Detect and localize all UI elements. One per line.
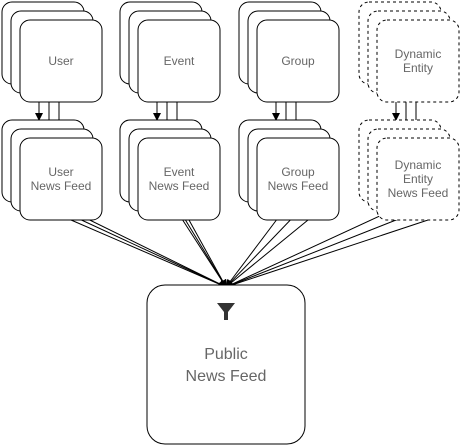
event-stack-card [137,19,221,103]
group-news-feed-stack-card [256,137,340,221]
user-feed-to-public-arrow [61,210,227,288]
group-stack-card [256,19,340,103]
event-stack: Event [119,1,221,103]
group-feed-to-public-arrow [225,210,300,288]
dynamic-entity-news-feed-stack-card [376,137,460,221]
dynamic-entity-stack-card [376,19,460,103]
user-feed-to-public-arrow [70,219,227,288]
dynamic-entity-feed-to-public-arrow [225,210,420,289]
event-stack-label: Event [164,54,195,68]
user-stack-label: User [48,54,73,68]
user-news-feed-stack-card [19,137,103,221]
event-news-feed-stack-card [137,137,221,221]
dynamic-entity-feed-to-public-arrow [225,219,429,289]
user-stack-card [19,19,103,103]
group-stack-label: Group [281,54,315,68]
group-feed-to-public-arrow [225,219,309,288]
event-feed-to-public-arrow [179,210,227,288]
public-news-feed-box [146,284,306,445]
event-feed-to-public-arrow [188,219,227,288]
group-stack: Group [238,1,340,103]
user-stack: User [1,1,103,103]
filter-icon [217,303,235,320]
